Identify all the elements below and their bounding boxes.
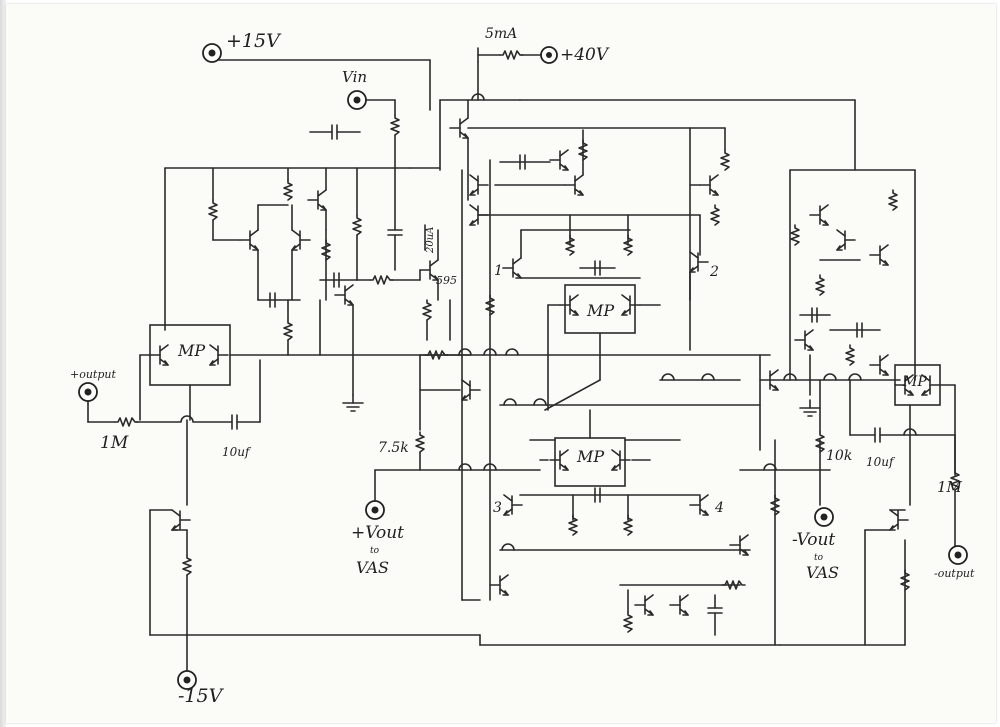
label-595: 595	[436, 274, 457, 287]
label-node-1: 1	[494, 263, 503, 279]
label-1m-left: 1M	[100, 433, 129, 453]
label-pos-vout: +Vout	[351, 523, 404, 543]
label-mp-right: MP	[902, 374, 927, 390]
label-node-2: 2	[709, 264, 719, 280]
label-to-right: to	[814, 553, 824, 563]
label-7-5k: 7.5k	[378, 440, 409, 456]
label-pos-output: +output	[70, 368, 116, 381]
label-vin: Vin	[342, 68, 367, 86]
terminal-node-icon	[78, 43, 968, 690]
label-neg-output: -output	[934, 567, 975, 580]
label-mp-top: MP	[586, 301, 614, 320]
label-5ma: 5mA	[485, 26, 517, 42]
label-neg-vout: -Vout	[792, 530, 835, 550]
scan-edge	[0, 0, 6, 727]
label-node-4: 4	[714, 500, 724, 516]
right-input-stage	[769, 169, 960, 646]
schematic-labels: +15V 5mA +40V Vin 20uA 595 MP MP MP MP +…	[70, 26, 975, 707]
label-vas-right: VAS	[806, 563, 839, 582]
label-20ua: 20uA	[425, 227, 436, 254]
label-10uf-left: 10uf	[222, 445, 252, 459]
label-node-3: 3	[493, 500, 502, 516]
label-vas-left: VAS	[356, 558, 389, 577]
left-input-stage	[87, 52, 481, 676]
paper-background	[6, 4, 996, 723]
label-1m-right: 1M	[937, 478, 963, 496]
label-neg15v: -15V	[178, 685, 225, 707]
label-10k: 10k	[826, 448, 852, 464]
label-mp-left: MP	[177, 341, 205, 360]
label-mp-bottom: MP	[576, 447, 604, 466]
label-to-left: to	[370, 546, 380, 556]
label-pos40v: +40V	[560, 45, 610, 65]
center-output-stage	[374, 47, 856, 646]
label-pos15v: +15V	[226, 30, 282, 52]
label-10uf-right: 10uf	[866, 455, 896, 469]
